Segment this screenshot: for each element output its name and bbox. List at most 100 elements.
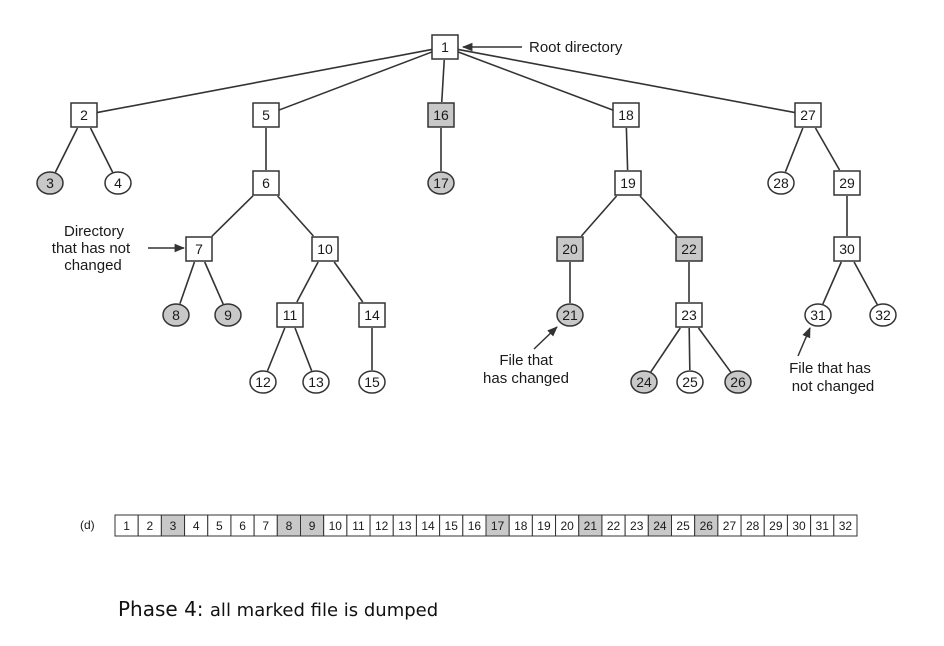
edge-7-8	[179, 261, 196, 304]
dir-unchanged-line-2: that has not	[52, 240, 131, 257]
node-label-10: 10	[317, 241, 333, 257]
node-label-27: 27	[800, 107, 816, 123]
file-changed-arrow	[533, 326, 558, 350]
bitmap-cell-label-8: 8	[286, 519, 293, 533]
file-changed-line-1: File that	[499, 352, 553, 369]
bitmap-cell-label-28: 28	[746, 519, 760, 533]
bitmap-cell-label-18: 18	[514, 519, 528, 533]
file-changed-annotation: File that has changed	[483, 326, 569, 387]
node-label-6: 6	[262, 175, 270, 191]
node-shape-2	[70, 102, 98, 128]
node-shape-5	[252, 102, 280, 128]
node-shape-23	[675, 302, 703, 328]
directory-node-7: 7	[185, 236, 213, 262]
bitmap-cell-label-27: 27	[723, 519, 737, 533]
node-label-32: 32	[875, 307, 891, 323]
node-shape-13	[302, 370, 330, 394]
node-label-25: 25	[682, 374, 698, 390]
directory-node-6: 6	[252, 170, 280, 196]
directory-node-19: 19	[614, 170, 642, 196]
node-label-31: 31	[810, 307, 826, 323]
edge-27-29	[814, 127, 841, 171]
file-node-26: 26	[724, 370, 752, 394]
node-label-4: 4	[114, 175, 122, 191]
bitmap-cell-label-13: 13	[398, 519, 412, 533]
file-node-32: 32	[869, 303, 897, 327]
edge-30-32	[853, 261, 878, 305]
node-shape-8	[162, 303, 190, 327]
file-node-9: 9	[214, 303, 242, 327]
directory-node-10: 10	[311, 236, 339, 262]
node-label-26: 26	[730, 374, 746, 390]
node-label-3: 3	[46, 175, 54, 191]
bar-label: (d)	[80, 518, 95, 532]
node-shape-3	[36, 171, 64, 195]
node-label-5: 5	[262, 107, 270, 123]
dir-unchanged-annotation: Directory that has not changed	[52, 223, 186, 274]
edge-23-24	[650, 327, 681, 373]
file-node-24: 24	[630, 370, 658, 394]
bitmap-cell-label-19: 19	[537, 519, 551, 533]
bitmap-cell-label-31: 31	[816, 519, 830, 533]
node-shape-27	[794, 102, 822, 128]
edge-10-11	[296, 261, 319, 303]
node-label-19: 19	[620, 175, 636, 191]
edge-18-19	[625, 127, 629, 171]
node-label-8: 8	[172, 307, 180, 323]
bitmap-cell-label-11: 11	[352, 519, 365, 533]
bitmap-cell-label-22: 22	[607, 519, 621, 533]
caption-lead: Phase 4:	[118, 597, 204, 621]
root-directory-annotation: Root directory	[461, 39, 623, 56]
edge-1-2	[96, 48, 433, 114]
root-directory-label: Root directory	[529, 39, 623, 56]
node-shape-29	[833, 170, 861, 196]
bitmap-cell-32	[833, 514, 858, 537]
directory-node-1: 1	[431, 34, 459, 60]
edge-1-5	[278, 51, 433, 111]
node-shape-16	[427, 102, 455, 128]
node-label-13: 13	[308, 374, 324, 390]
bitmap-cell-label-16: 16	[468, 519, 482, 533]
phase-caption: Phase 4: all marked file is dumped	[118, 597, 438, 621]
file-node-31: 31	[804, 303, 832, 327]
edge-1-27	[457, 48, 796, 114]
node-label-2: 2	[80, 107, 88, 123]
bitmap-cell-label-10: 10	[329, 519, 343, 533]
file-node-3: 3	[36, 171, 64, 195]
node-label-15: 15	[364, 374, 380, 390]
bitmap-cell-label-32: 32	[839, 519, 853, 533]
directory-node-29: 29	[833, 170, 861, 196]
node-shape-7	[185, 236, 213, 262]
bitmap-cell-label-24: 24	[653, 519, 667, 533]
node-label-18: 18	[618, 107, 634, 123]
edge-6-10	[277, 195, 314, 237]
node-label-29: 29	[839, 175, 855, 191]
bitmap-cell-label-20: 20	[560, 519, 574, 533]
node-shape-21	[556, 303, 584, 327]
bitmap-cell-label-1: 1	[123, 519, 130, 533]
node-label-22: 22	[681, 241, 697, 257]
bitmap-cell-label-4: 4	[193, 519, 200, 533]
dir-unchanged-line-3: changed	[64, 257, 122, 274]
file-node-28: 28	[767, 171, 795, 195]
node-shape-22	[675, 236, 703, 262]
bitmap-cell-label-5: 5	[216, 519, 223, 533]
node-label-20: 20	[562, 241, 578, 257]
node-shape-28	[767, 171, 795, 195]
node-shape-20	[556, 236, 584, 262]
node-shape-12	[249, 370, 277, 394]
edge-2-3	[54, 127, 79, 173]
bitmap-cell-label-6: 6	[239, 519, 246, 533]
node-label-21: 21	[562, 307, 578, 323]
file-node-8: 8	[162, 303, 190, 327]
directory-node-27: 27	[794, 102, 822, 128]
bitmap-cell-label-15: 15	[445, 519, 459, 533]
edge-11-13	[294, 327, 313, 372]
node-shape-9	[214, 303, 242, 327]
node-label-16: 16	[433, 107, 449, 123]
bitmap-cell-label-2: 2	[146, 519, 153, 533]
edge-27-28	[784, 127, 804, 173]
edge-10-14	[333, 261, 364, 303]
